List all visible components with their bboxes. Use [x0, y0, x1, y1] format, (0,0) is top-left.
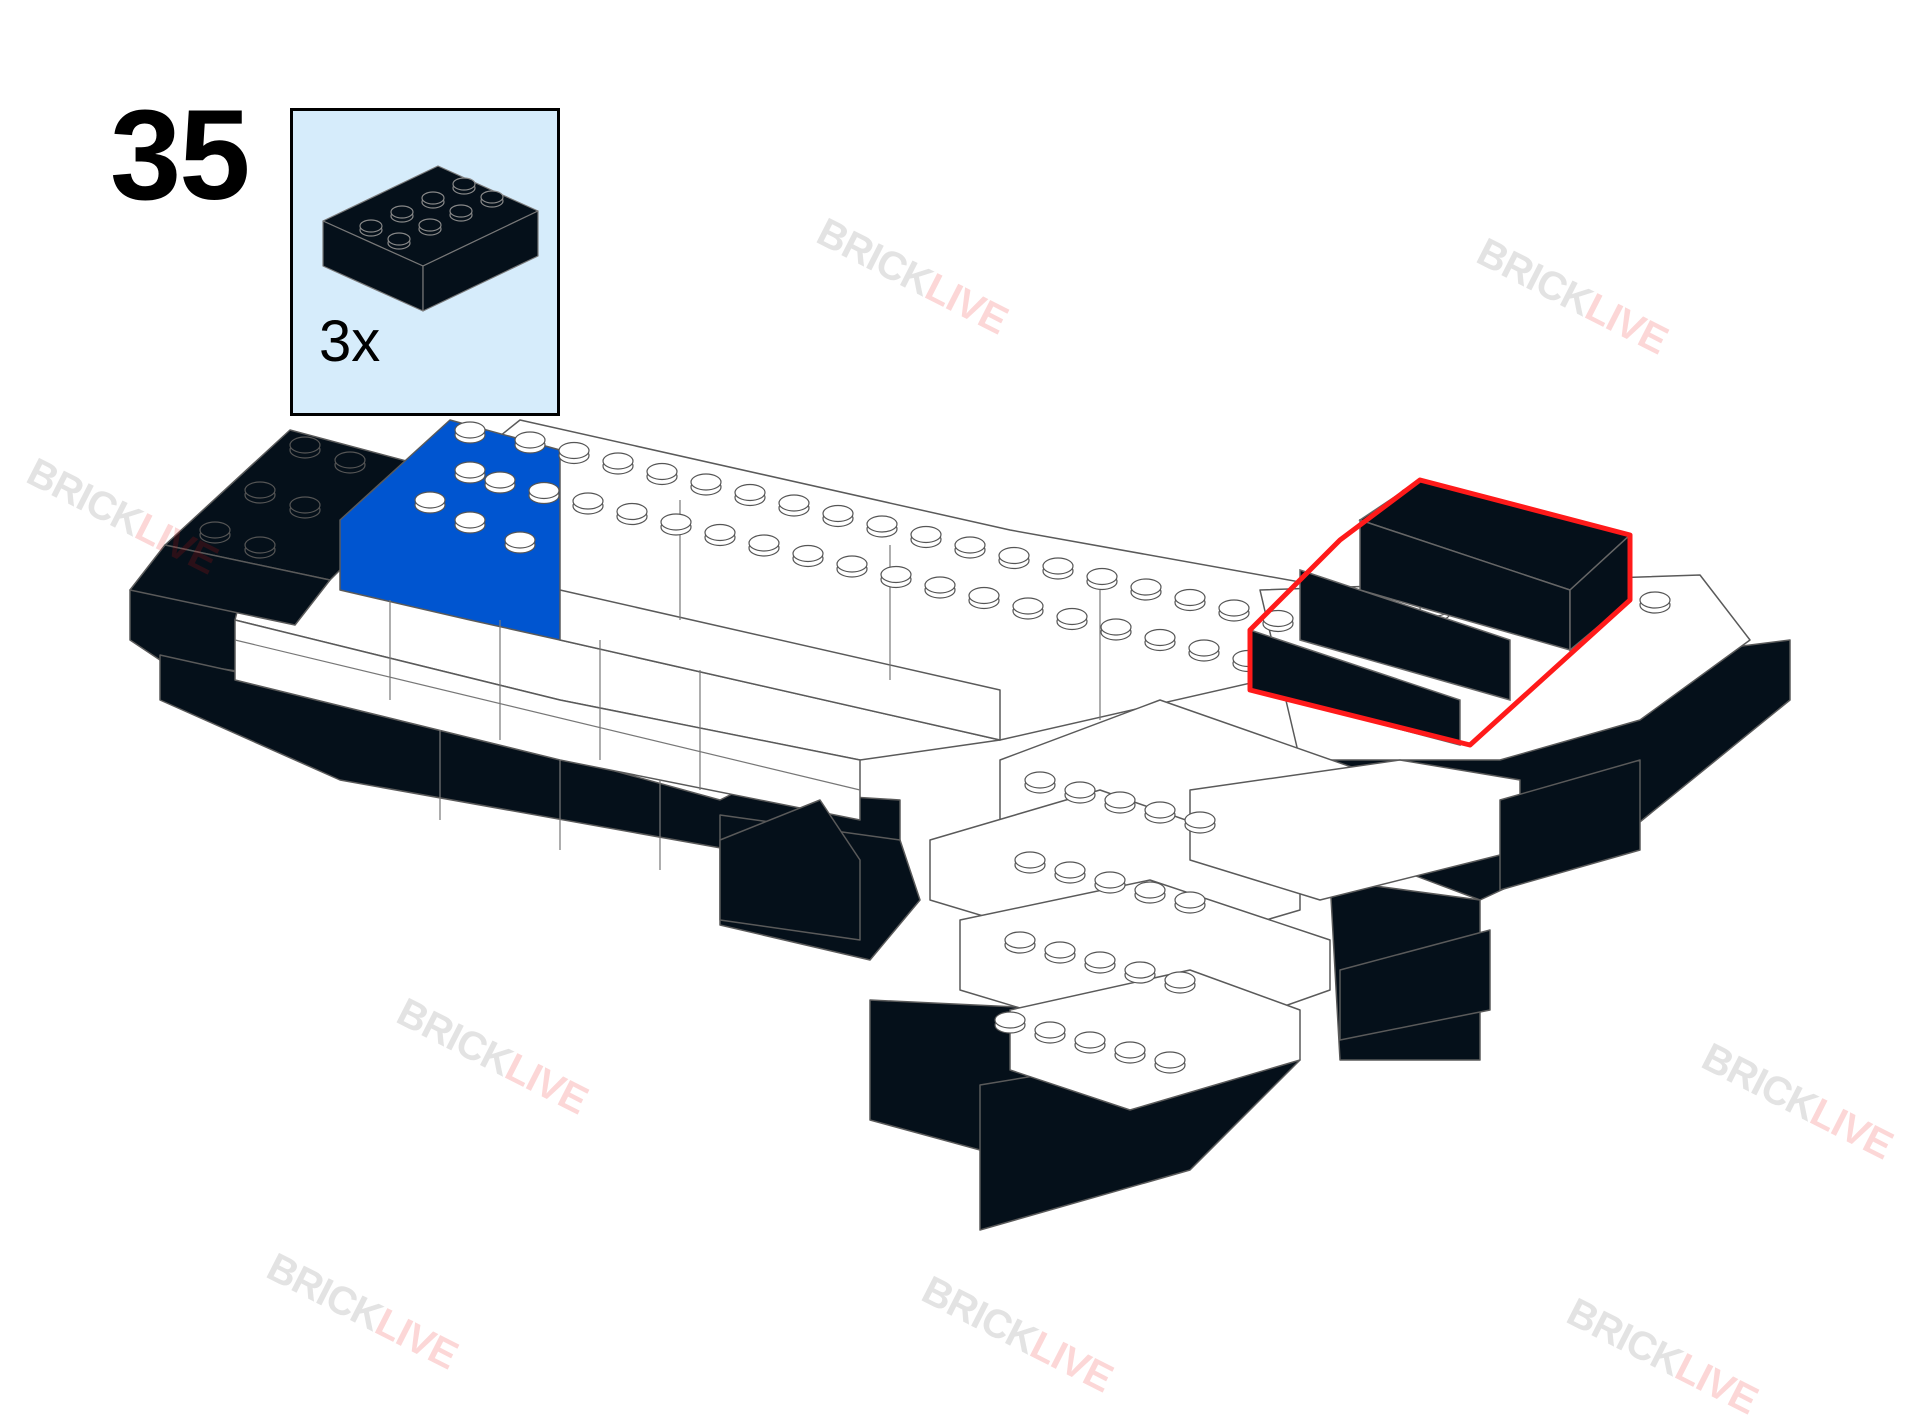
- stud: [504, 531, 536, 554]
- stud: [1034, 1021, 1066, 1044]
- stud: [1154, 1051, 1186, 1074]
- stud: [1094, 871, 1126, 894]
- stud: [1134, 881, 1166, 904]
- new-brick-2-front: [1299, 568, 1511, 701]
- stud: [454, 511, 486, 534]
- stud: [1044, 941, 1076, 964]
- stud: [484, 471, 516, 494]
- stud: [1218, 599, 1250, 622]
- stud: [1174, 891, 1206, 914]
- stud: [454, 421, 486, 444]
- stud: [954, 536, 986, 559]
- brick-2x4-icon: [322, 165, 539, 312]
- stud: [1144, 628, 1176, 652]
- parts-callout: 3x: [290, 108, 560, 416]
- stud: [1164, 971, 1196, 994]
- stud: [244, 481, 276, 504]
- stud: [1042, 557, 1074, 580]
- side-black-right-2: [1499, 759, 1641, 891]
- stud: [572, 492, 604, 515]
- new-bricks-group: [1247, 477, 1633, 748]
- stud: [1086, 567, 1118, 591]
- stud: [880, 565, 912, 589]
- stud: [616, 502, 648, 526]
- highlight-outline: [1247, 477, 1633, 748]
- stud: [289, 496, 321, 519]
- stud: [454, 461, 486, 484]
- stud: [1054, 861, 1086, 884]
- stud: [334, 451, 366, 474]
- stud: [778, 494, 810, 517]
- stud: [968, 586, 1000, 610]
- stud: [690, 473, 722, 496]
- stud: [1184, 811, 1216, 834]
- stud: [199, 521, 231, 544]
- hull-side-white-lower: [234, 619, 861, 821]
- stud: [646, 462, 678, 486]
- stud: [1004, 931, 1036, 954]
- stud: [1130, 578, 1162, 601]
- stud: [1014, 851, 1046, 874]
- stud: [1144, 801, 1176, 824]
- stud: [1056, 607, 1088, 631]
- bow-front-black: [129, 544, 331, 626]
- step-number: 35: [110, 84, 250, 227]
- parts-count: 3x: [319, 309, 381, 374]
- stud: [836, 555, 868, 578]
- stud: [1100, 618, 1132, 641]
- stud: [528, 481, 560, 505]
- stud: [1188, 639, 1220, 662]
- stud: [910, 525, 942, 549]
- stud: [558, 441, 590, 465]
- stud: [1064, 781, 1096, 804]
- stud: [514, 431, 546, 454]
- stud: [1012, 597, 1044, 620]
- stud: [998, 546, 1030, 570]
- stud: [1174, 588, 1206, 612]
- stud: [602, 452, 634, 475]
- stud: [704, 523, 736, 547]
- stud: [1262, 609, 1294, 633]
- stud: [289, 436, 321, 459]
- stud: [924, 576, 956, 599]
- stud: [994, 1011, 1026, 1034]
- stud: [414, 491, 446, 514]
- stud: [660, 513, 692, 536]
- stud: [748, 534, 780, 557]
- block-white-4: [1009, 969, 1301, 1111]
- stud: [792, 544, 824, 568]
- build-diagram: [129, 419, 1791, 1231]
- stud: [1104, 791, 1136, 814]
- side-black-right: [1339, 929, 1491, 1041]
- stud: [734, 483, 766, 507]
- stud: [1024, 771, 1056, 794]
- stud: [244, 536, 276, 559]
- stud: [1639, 591, 1671, 614]
- stud: [822, 504, 854, 528]
- stud: [1084, 951, 1116, 974]
- side-black-left: [719, 799, 861, 941]
- stud: [866, 515, 898, 538]
- stud: [1124, 961, 1156, 984]
- stud: [1114, 1041, 1146, 1064]
- stud: [1074, 1031, 1106, 1054]
